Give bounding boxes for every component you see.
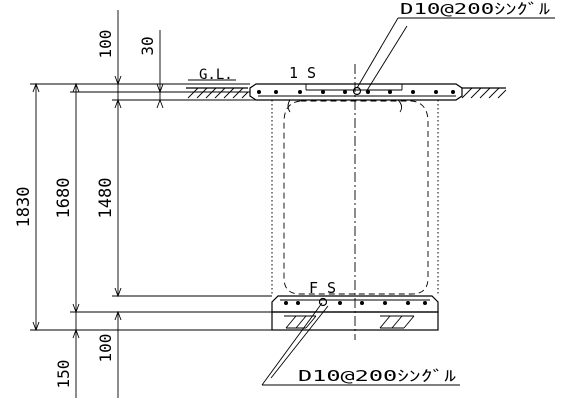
dim-cover-soil: 30 <box>138 36 157 55</box>
dim-cover-total: 100 <box>96 30 115 59</box>
base-course <box>271 311 439 331</box>
dim-total-height: 1830 <box>14 187 34 228</box>
top-rebar-label: D10@200ｼﾝｸﾞﾙ <box>400 0 551 18</box>
ground-level-label: G.L. <box>199 67 233 83</box>
dim-inner-height: 1480 <box>96 178 116 219</box>
dimension-lines <box>32 10 164 398</box>
bottom-rebar-leader <box>261 297 460 386</box>
dim-bottom-left: 150 <box>54 360 73 389</box>
top-slab <box>249 83 463 101</box>
bottom-rebar-label: D10@200ｼﾝｸﾞﾙ <box>298 367 457 385</box>
top-rebar-leader <box>352 17 555 96</box>
box-walls <box>271 99 439 296</box>
dim-bottom-right: 100 <box>96 334 115 363</box>
dim-wall-height: 1680 <box>54 178 74 219</box>
top-slab-label: 1 S <box>289 64 316 82</box>
floor-slab-label: F S <box>309 279 336 297</box>
